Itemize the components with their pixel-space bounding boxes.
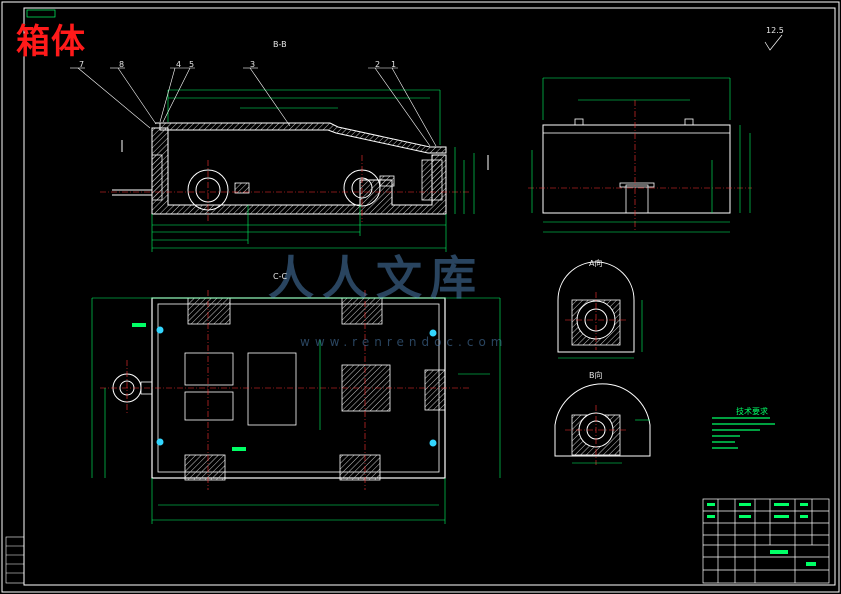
roughness-value: 12.5 [766, 26, 784, 35]
side-view [528, 77, 752, 233]
technical-notes [712, 417, 775, 449]
drawing-title: 箱体 [16, 22, 86, 62]
label-tech-notes: 技术要求 [736, 407, 768, 416]
cover-section [155, 122, 447, 154]
part-number-5: 5 [189, 60, 195, 69]
section-view-bb [70, 67, 489, 252]
label-view-a: A向 [589, 259, 603, 268]
binding-strip [5, 536, 25, 584]
watermark-url: www.renrendoc.com [300, 335, 508, 349]
part-number-3: 3 [250, 60, 256, 69]
title-block-fills [707, 503, 816, 566]
part-number-8: 8 [119, 60, 125, 69]
part-number-4: 4 [176, 60, 182, 69]
label-section-cc: C-C [273, 272, 288, 281]
drawing-number-box [26, 9, 56, 18]
label-section-bb: B-B [273, 40, 287, 49]
inner-border [23, 7, 836, 586]
watermark-text: 人人文库 [268, 251, 484, 305]
section-view-cc [91, 290, 501, 524]
roughness-symbol [764, 34, 783, 51]
view-a [557, 261, 643, 359]
label-view-b: B向 [589, 371, 603, 380]
part-number-2: 2 [375, 60, 381, 69]
part-number-1: 1 [391, 60, 397, 69]
view-b [554, 383, 651, 465]
title-block [702, 498, 830, 584]
part-number-7: 7 [79, 60, 85, 69]
